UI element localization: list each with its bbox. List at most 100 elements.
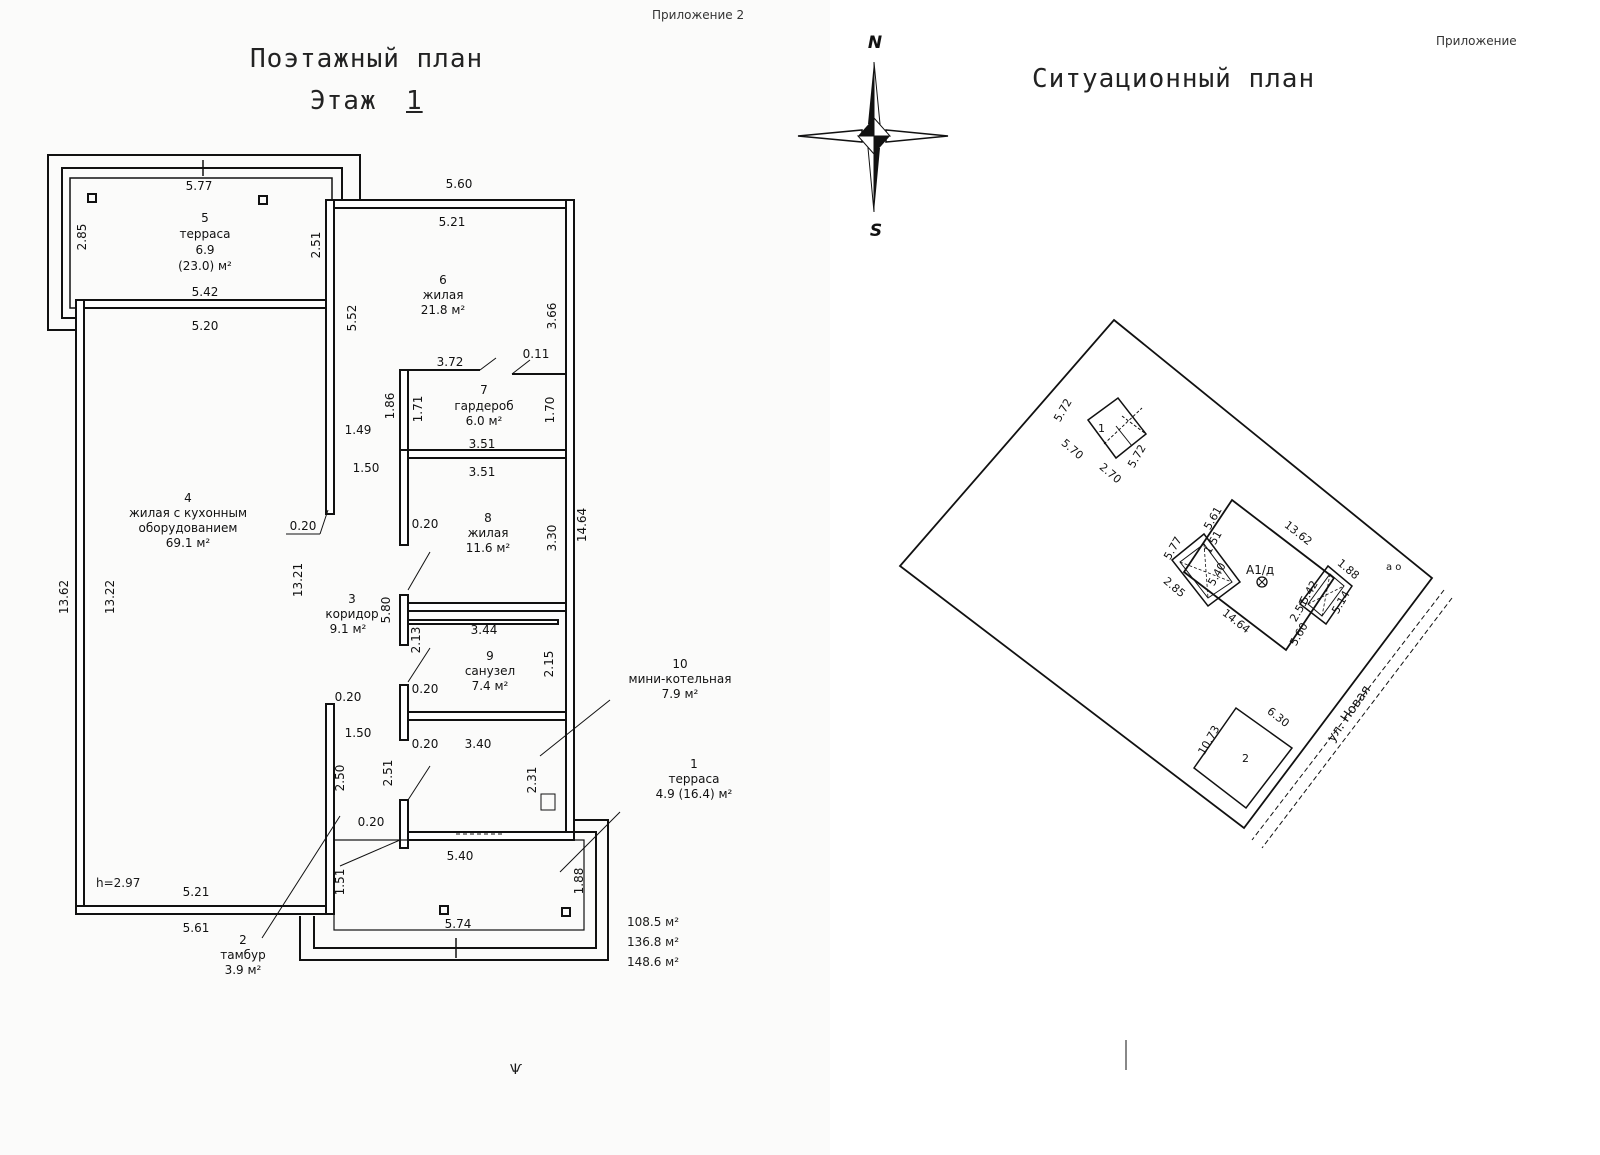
dim-330: 3.30 (545, 525, 559, 552)
room-10-num: 10 (672, 657, 687, 671)
dim-231: 2.31 (525, 767, 539, 794)
main-d514: 5.14 (1329, 588, 1353, 616)
main-d151: 1.51 (1201, 528, 1225, 556)
room-4-num: 4 (184, 491, 192, 505)
dim-574: 5.74 (445, 917, 472, 931)
dim-020e: 0.20 (412, 737, 439, 751)
wall-10-south (407, 831, 575, 841)
main-d285: 2.85 (1161, 574, 1188, 600)
wall-3-9 (407, 619, 559, 625)
dim-150a: 1.50 (353, 461, 380, 475)
dim-540: 5.40 (447, 849, 474, 863)
dim-213: 2.13 (409, 627, 423, 654)
room-7-area: 6.0 м² (466, 414, 503, 428)
wall-8-west (399, 449, 409, 546)
b2-d2: 6.30 (1264, 705, 1291, 730)
main-d1362: 13.62 (1282, 518, 1315, 548)
wall-7-west (399, 369, 409, 451)
room-5-area: 6.9 (195, 243, 214, 257)
room-5-num: 5 (201, 211, 209, 225)
wall-tambur-west (325, 703, 335, 915)
dim-285: 2.85 (75, 224, 89, 251)
terrace-1-outer-line (299, 819, 609, 961)
room-4-area: 69.1 м² (166, 536, 211, 550)
floor-plan-title: Поэтажный план (250, 44, 484, 74)
floor-number: 1 (406, 86, 423, 116)
dim-149: 1.49 (345, 423, 372, 437)
lot-mark: а о (1386, 562, 1401, 573)
dim-186: 1.86 (383, 393, 397, 420)
total-area-3: 148.6 м² (627, 955, 680, 969)
dim-351b: 3.51 (469, 465, 496, 479)
dim-188: 1.88 (572, 868, 586, 895)
room-8-num: 8 (484, 511, 492, 525)
room-4-name: жилая с кухонным (129, 506, 247, 520)
main-house (1170, 498, 1354, 652)
dim-577: 5.77 (186, 179, 213, 193)
room-2-num: 2 (239, 933, 247, 947)
room-1-area: 4.9 (16.4) м² (656, 787, 733, 801)
room-3-num: 3 (348, 592, 356, 606)
room-9-name: санузел (465, 664, 515, 678)
dim-520: 5.20 (192, 319, 219, 333)
room-10-name: мини-котельная (629, 672, 732, 686)
room-6-num: 6 (439, 273, 447, 287)
compass-s: S (870, 221, 882, 241)
street-name: ул. Новая (1324, 683, 1374, 745)
wall-8-3 (407, 602, 567, 612)
dim-1362: 13.62 (57, 580, 71, 614)
dim-372: 3.72 (437, 355, 464, 369)
room-8-area: 11.6 м² (466, 541, 511, 555)
wall-tambur-east (399, 799, 409, 849)
wall-10-west (399, 684, 409, 741)
dim-150b: 1.50 (345, 726, 372, 740)
wall-6-west (325, 199, 335, 515)
dim-011: 0.11 (523, 347, 550, 361)
dim-151: 1.51 (333, 869, 347, 896)
b1-num: 1 (1098, 422, 1105, 435)
dim-340: 3.40 (465, 737, 492, 751)
room-6-name: жилая (423, 288, 464, 302)
floor-label: Этаж (310, 86, 377, 116)
site-plan-sheet (846, 0, 1600, 1155)
main-d561: 5.61 (1201, 504, 1225, 532)
room-1-num: 1 (690, 757, 698, 771)
bottom-mark: Ѱ (510, 1062, 522, 1078)
dim-1322: 13.22 (103, 580, 117, 614)
room-6-area: 21.8 м² (421, 303, 466, 317)
room-3-area: 9.1 м² (330, 622, 367, 636)
dim-250: 2.50 (333, 765, 347, 792)
room-4-name2: оборудованием (139, 521, 238, 535)
right-annex-label: Приложение (1436, 34, 1517, 48)
dim-552: 5.52 (345, 305, 359, 332)
dim-521a: 5.21 (439, 215, 466, 229)
room-2-name: тамбур (220, 948, 266, 962)
building-1 (1086, 396, 1148, 460)
dim-020d: 0.20 (335, 690, 362, 704)
dim-251a: 2.51 (309, 232, 323, 259)
dim-020f: 0.20 (358, 815, 385, 829)
dim-251b: 2.51 (381, 760, 395, 787)
room-1-name: терраса (669, 772, 720, 786)
terrace-1-mid-line (313, 831, 597, 949)
total-area-2: 136.8 м² (627, 935, 680, 949)
room-8-name: жилая (468, 526, 509, 540)
terrace-5-outer-line (47, 154, 361, 331)
left-annex-label: Приложение 2 (652, 8, 745, 22)
room-5-area2: (23.0) м² (178, 259, 232, 273)
compass-rose-icon (797, 61, 949, 213)
dim-561: 5.61 (183, 921, 210, 935)
room-2-area: 3.9 м² (225, 963, 262, 977)
street-line-2 (1261, 597, 1453, 849)
room-9-num: 9 (486, 649, 494, 663)
room-3-name: коридор (325, 607, 378, 621)
total-area-1: 108.5 м² (627, 915, 680, 929)
b1-d4: 5.72 (1125, 442, 1149, 470)
building-label: А1/д (1246, 563, 1274, 577)
dim-020b: 0.20 (412, 517, 439, 531)
dim-351a: 3.51 (469, 437, 496, 451)
dim-171: 1.71 (411, 396, 425, 423)
room-5-name: терраса (180, 227, 231, 241)
main-d577: 5.77 (1161, 534, 1185, 562)
